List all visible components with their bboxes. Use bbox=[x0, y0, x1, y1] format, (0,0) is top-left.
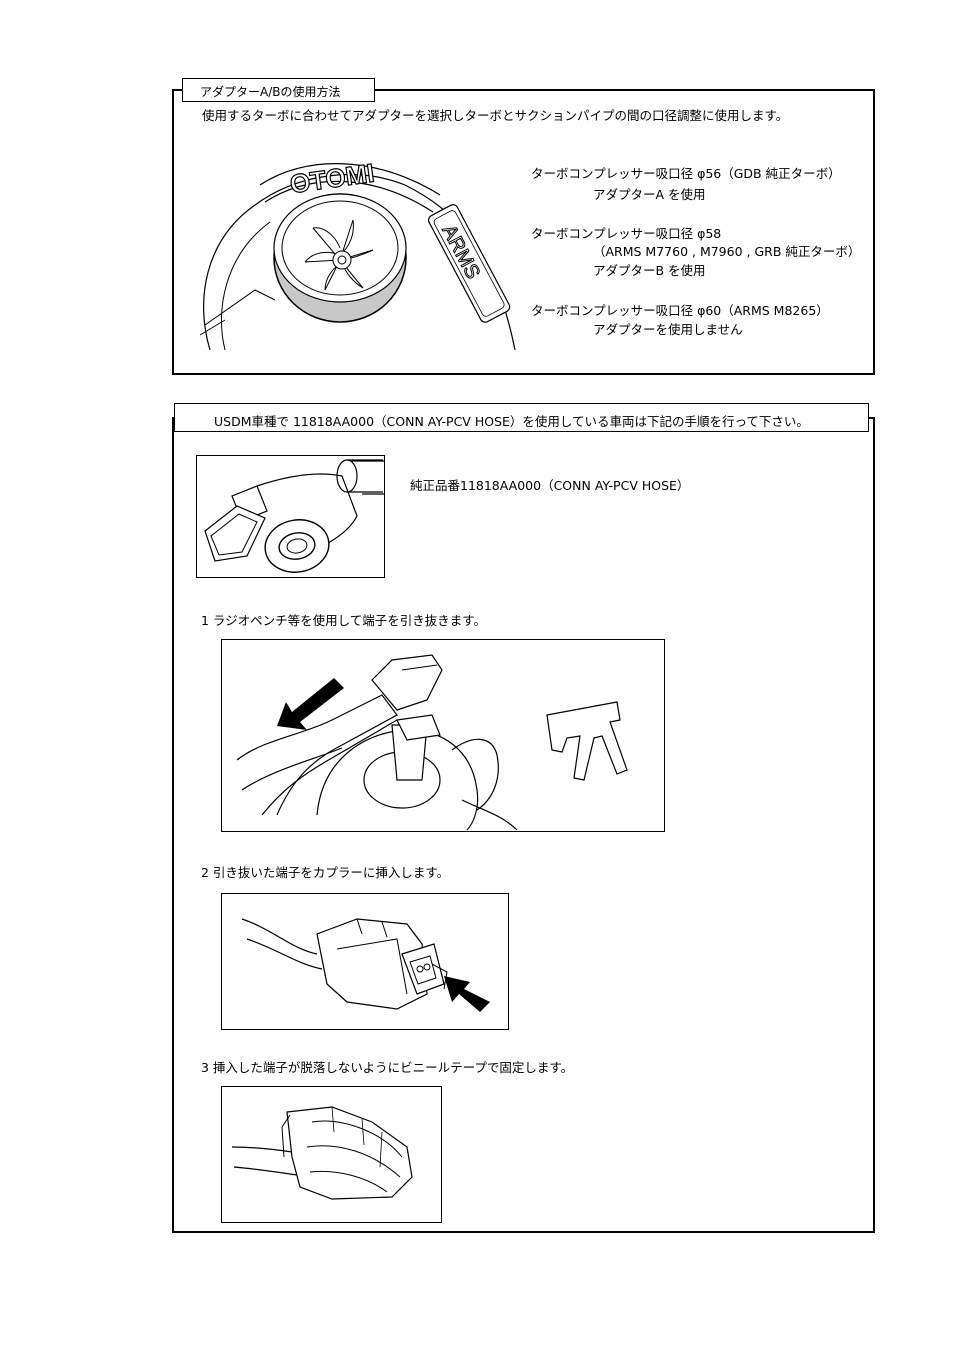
spec-3-line1: ターボコンプレッサー吸口径 φ60（ARMS M8265） bbox=[531, 303, 829, 318]
section-adapter-usage-title: アダプターA/Bの使用方法 bbox=[182, 78, 375, 102]
turbo-illustration: OTOMI ARMS bbox=[195, 140, 525, 355]
otomi-brand-text: OTOMI bbox=[288, 158, 376, 200]
spec-1-line1: ターボコンプレッサー吸口径 φ56（GDB 純正ターボ） bbox=[531, 166, 841, 181]
step-1-illustration bbox=[221, 639, 665, 832]
spec-2-line1: ターボコンプレッサー吸口径 φ58 bbox=[531, 226, 722, 241]
spec-2-line2: （ARMS M7760 , M7960 , GRB 純正ターボ） bbox=[593, 244, 861, 259]
adapter-usage-intro: 使用するターボに合わせてアダプターを選択しターボとサクションパイプの間の口径調整… bbox=[202, 108, 789, 123]
spec-1-line2: アダプターA を使用 bbox=[593, 187, 706, 202]
part-number-label: 純正品番11818AA000（CONN AY-PCV HOSE） bbox=[410, 478, 690, 493]
section-pcv-procedure-title-text: USDM車種で 11818AA000（CONN AY-PCV HOSE）を使用し… bbox=[214, 414, 809, 429]
step-3-text: 3 挿入した端子が脱落しないようにビニールテープで固定します。 bbox=[201, 1060, 574, 1075]
section-adapter-usage-title-text: アダプターA/Bの使用方法 bbox=[200, 85, 341, 99]
spec-3-line2: アダプターを使用しません bbox=[593, 322, 743, 337]
pcv-hose-connector-image bbox=[196, 455, 385, 578]
step-3-illustration bbox=[221, 1086, 442, 1223]
step-2-text: 2 引き抜いた端子をカプラーに挿入します。 bbox=[201, 865, 450, 880]
section-adapter-usage bbox=[172, 89, 875, 375]
step-2-illustration bbox=[221, 893, 509, 1030]
section-pcv-procedure-title: USDM車種で 11818AA000（CONN AY-PCV HOSE）を使用し… bbox=[174, 403, 869, 432]
spec-2-line3: アダプターB を使用 bbox=[593, 263, 706, 278]
step-1-text: 1 ラジオペンチ等を使用して端子を引き抜きます。 bbox=[201, 613, 487, 628]
